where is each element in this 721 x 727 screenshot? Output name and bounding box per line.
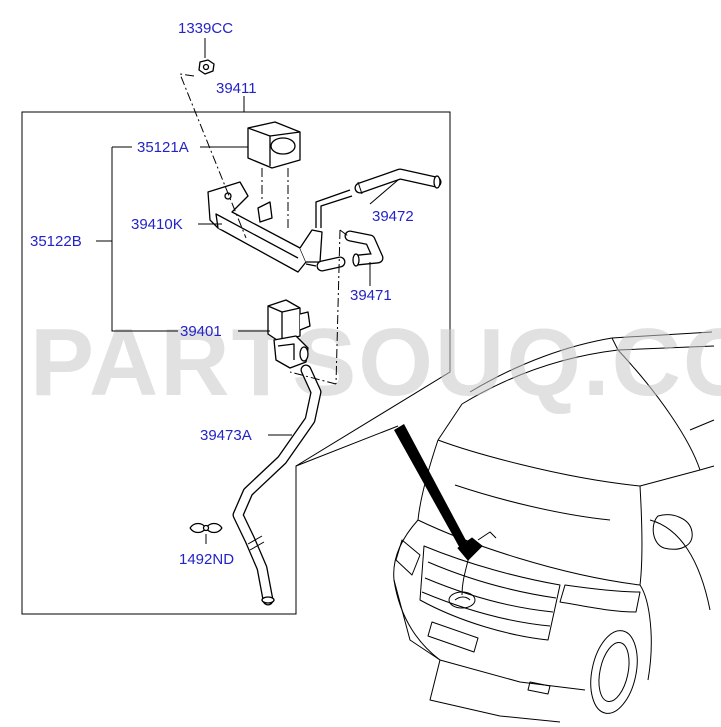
location-pointer (295, 424, 470, 552)
leader-lines (96, 38, 399, 544)
callout-39410k: 39410K (131, 216, 183, 233)
callout-39473a: 39473A (200, 427, 252, 444)
hose-39472 (315, 168, 442, 228)
callout-1339cc: 1339CC (178, 20, 233, 37)
callout-35121a: 35121A (137, 139, 189, 156)
callout-39411: 39411 (216, 80, 257, 97)
callout-1492nd: 1492ND (179, 551, 234, 568)
hose-39473a (232, 364, 322, 606)
callout-39472: 39472 (372, 208, 414, 225)
callout-labels: 1339CC 39411 35121A 39472 39410K 35122B … (30, 20, 414, 568)
clip-1492nd (189, 522, 223, 534)
bracket-39410k (207, 181, 323, 273)
clamp-35121a (247, 121, 301, 169)
vehicle-illustration (393, 331, 715, 723)
callout-39401: 39401 (180, 323, 222, 340)
solenoid-valve-39401 (267, 299, 311, 369)
callout-35122b: 35122B (30, 233, 82, 250)
callout-39471: 39471 (350, 287, 392, 304)
watermark: PARTSOUQ.COM (30, 309, 721, 416)
assembly-lines (179, 73, 349, 385)
hose-39471 (305, 230, 384, 272)
nut-1339cc (198, 59, 215, 75)
